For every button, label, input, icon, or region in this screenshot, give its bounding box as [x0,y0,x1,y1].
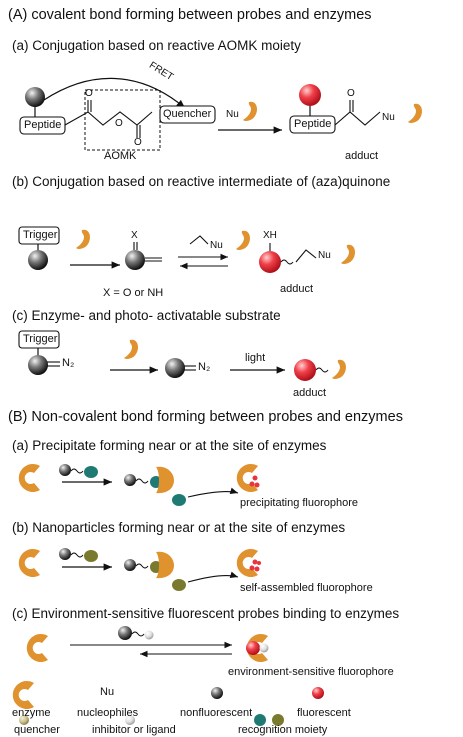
quencher-label: Quencher [163,108,212,120]
fret-arrow [43,77,186,109]
probe-nonfluorescent-ball [25,87,45,107]
atom-o2: O [115,118,123,129]
legend-inhibitor-label: inhibitor or ligand [92,724,176,736]
legend-inhibitor-icon [125,715,135,725]
section-b-b-title: (b) Nanoparticles forming near or at the… [12,520,346,535]
light-label: light [245,352,266,364]
legend-enzyme-icon [12,681,34,709]
atom-x: X [131,230,138,241]
n2-label-b: N₂ [198,361,211,373]
trigger-label-b: Trigger [23,229,58,241]
legend [12,681,324,726]
scheme-a-aomk [19,77,422,151]
section-b-a-title: (a) Precipitate forming near or at the s… [12,438,327,453]
atom-o1: O [85,88,93,99]
section-a-b-title: (b) Conjugation based on reactive interm… [12,174,391,189]
section-a-a-title: (a) Conjugation based on reactive AOMK m… [12,38,301,53]
scheme-b-b-nanoparticle [18,548,261,591]
nucleophile-enzyme [243,101,257,121]
scheme-b-a-precipitate [18,464,260,506]
legend-fluorescent-icon [312,687,324,699]
peptide-product-label: Peptide [294,118,332,130]
nu-label: Nu [226,109,239,120]
quencher-box [159,105,216,124]
probe-fluorescent-ball [299,84,321,106]
section-b-title: (B) Non-covalent bond forming between pr… [8,409,403,425]
nu-product-label: Nu [382,112,395,123]
section-a-c-title: (c) Enzyme- and photo- activatable subst… [12,308,281,323]
legend-recognition-icon-teal [254,714,266,726]
scheme-b-c-environment [26,626,269,662]
legend-nonfluorescent-label: nonfluorescent [180,707,253,719]
aomk-label: AOMK [104,150,137,162]
legend-nonfluorescent-icon [211,687,223,699]
legend-nu-symbol: Nu [100,686,115,698]
adduct-label-a: adduct [345,150,379,162]
scheme-c-photo [18,330,346,381]
peptide-label: Peptide [24,119,62,131]
section-a-title: (A) covalent bond forming between probes… [8,7,372,23]
atom-o4: O [347,88,355,99]
legend-recognition-icon-olive [272,714,284,726]
atom-xh: XH [263,230,277,241]
legend-enzyme-label: enzyme [12,707,51,719]
self-assembled-fluorophore-label: self-assembled fluorophore [240,582,373,594]
legend-recognition-label: recognition moiety [238,724,328,736]
nu-label-b: Nu [210,240,223,251]
legend-quencher-icon [19,715,29,725]
adduct-label-b: adduct [280,283,314,295]
environment-sensitive-label: environment-sensitive fluorophore [228,666,394,678]
nu-product-label-b: Nu [318,250,331,261]
precipitating-fluorophore-label: precipitating fluorophore [240,497,359,509]
section-b-c-title: (c) Environment-sensitive fluorescent pr… [12,606,400,621]
peptide-box [19,116,66,135]
trigger-label-c: Trigger [23,333,58,345]
legend-fluorescent-label: fluorescent [297,707,351,719]
scheme-b-azaquinone [18,226,355,273]
x-definition: X = O or NH [103,287,164,299]
legend-quencher-label: quencher [14,724,60,736]
n2-label-a: N₂ [62,357,75,369]
legend-nucleophiles-label: nucleophiles [77,707,139,719]
atom-o3: O [134,137,142,148]
adduct-label-c: adduct [293,387,327,399]
